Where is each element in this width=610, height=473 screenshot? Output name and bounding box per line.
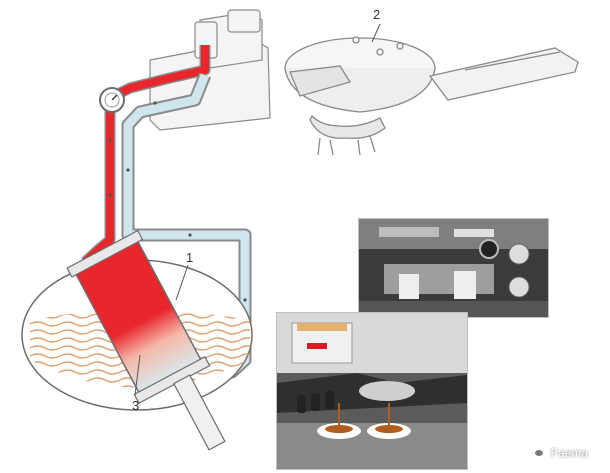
wechat-icon <box>530 445 547 461</box>
machine-photo <box>358 218 549 318</box>
callout-leader-3 <box>134 354 141 396</box>
watermark: Faema <box>530 445 588 461</box>
callout-boiler: 3 <box>132 398 140 413</box>
machine-photo-art <box>359 219 548 317</box>
cups-photo <box>276 312 468 470</box>
cups-photo-art <box>277 313 467 469</box>
callout-leader-2 <box>371 23 381 43</box>
portafilter <box>284 36 579 156</box>
watermark-text: Faema <box>550 446 588 460</box>
heat-exchanger <box>66 229 226 451</box>
flow-arrows <box>108 101 247 302</box>
callout-heat-exchanger: 1 <box>186 250 194 265</box>
callout-group-head: 2 <box>373 7 381 22</box>
callout-leader-1 <box>175 264 189 301</box>
gauge-icon <box>99 87 125 113</box>
